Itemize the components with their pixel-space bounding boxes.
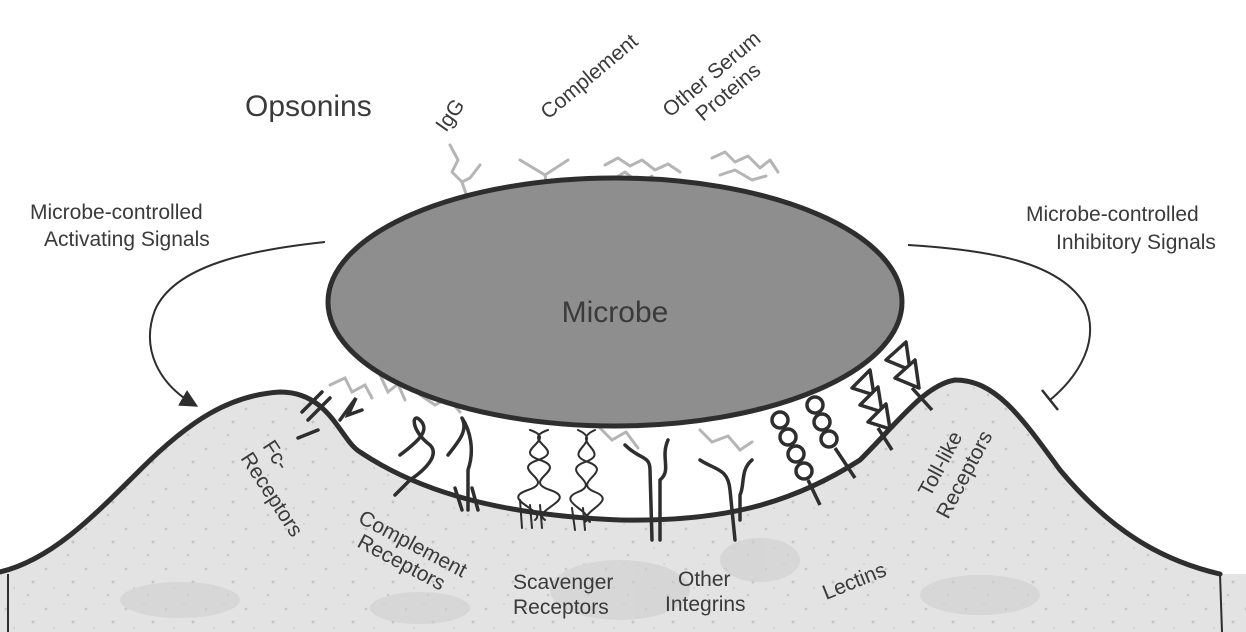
activating-label-line1: Microbe-controlled	[30, 201, 203, 224]
complement-label: Complement	[536, 30, 642, 124]
inhibitory-bar-icon	[1042, 390, 1058, 410]
scavenger-receptors-label-line2: Receptors	[513, 596, 609, 619]
inhibitory-label-line2: Inhibitory Signals	[1056, 231, 1216, 254]
activating-label-line2: Activating Signals	[44, 228, 210, 251]
igg-label: IgG	[431, 95, 469, 136]
inhibitory-signal-line	[908, 245, 1090, 400]
inhibitory-label-line1: Microbe-controlled	[1026, 203, 1199, 226]
microbe-label: Microbe	[562, 296, 669, 329]
integrins-label-line1: Other	[678, 568, 731, 591]
activating-signal-arrow	[150, 242, 325, 405]
scavenger-receptors-label-line1: Scavenger	[513, 571, 613, 594]
integrins-label-line2: Integrins	[665, 593, 746, 616]
opsonins-title: Opsonins	[245, 90, 372, 123]
